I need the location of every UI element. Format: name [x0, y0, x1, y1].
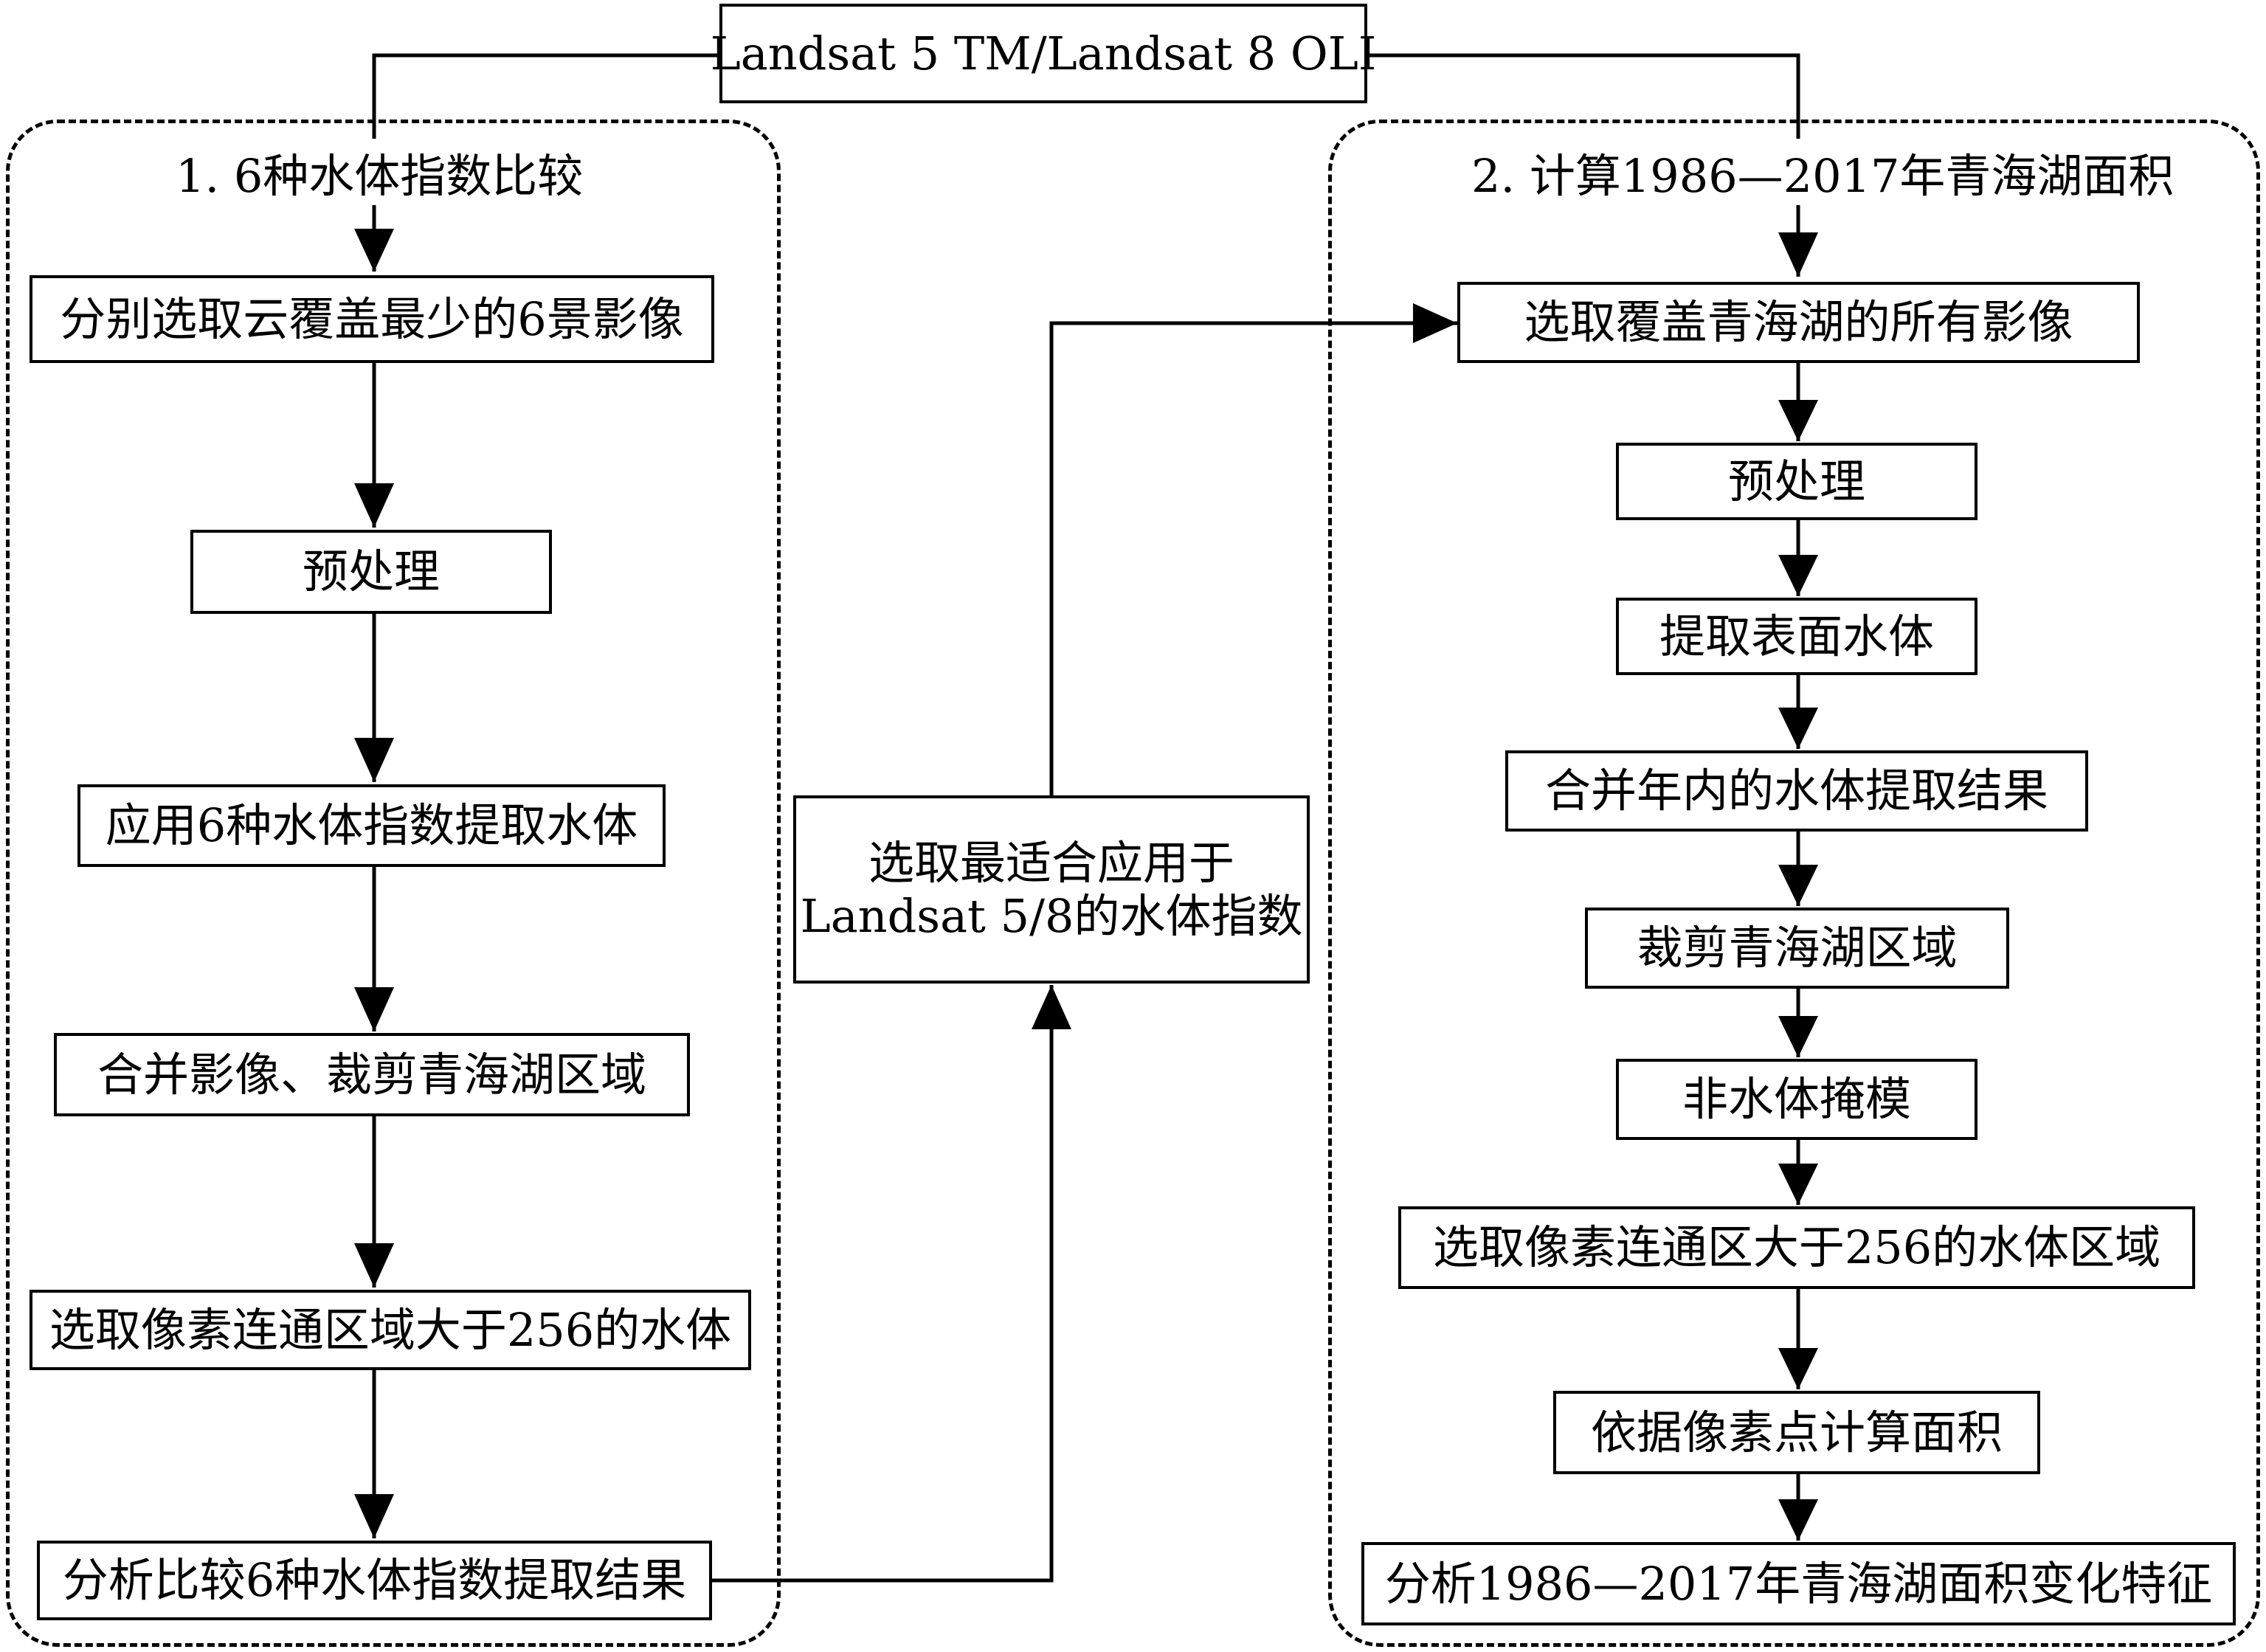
arrowhead	[354, 987, 394, 1031]
right-step-nonwater-mask: 非水体掩模	[1616, 1059, 1977, 1140]
left-step-select-images: 分别选取云覆盖最少的6景影像	[30, 275, 714, 363]
right-step-select-connected: 选取像素连通区大于256的水体区域	[1398, 1206, 2195, 1289]
arrowhead	[1778, 865, 1818, 906]
group-index-comparison	[6, 120, 781, 1647]
arrowhead	[1778, 1499, 1818, 1541]
source-data-box: Landsat 5 TM/Landsat 8 OLI	[711, 4, 1376, 103]
arrowhead	[1778, 232, 1818, 277]
arrowhead	[1778, 1164, 1818, 1205]
right-step-select-all-images: 选取覆盖青海湖的所有影像	[1457, 282, 2140, 363]
arrowhead	[354, 1494, 394, 1538]
arrowhead	[354, 738, 394, 782]
right-step-analyze-change: 分析1986—2017年青海湖面积变化特征	[1361, 1542, 2236, 1625]
group-area-calculation-title: 2. 计算1986—2017年青海湖面积	[1467, 139, 2179, 205]
bridge-line-2: Landsat 5/8的水体指数	[800, 888, 1303, 943]
left-step-merge-clip: 合并影像、裁剪青海湖区域	[54, 1033, 690, 1116]
right-step-merge-annual: 合并年内的水体提取结果	[1505, 750, 2088, 832]
arrow-result-to-bridge	[712, 985, 1054, 1583]
left-step-select-connected: 选取像素连通区域大于256的水体	[30, 1290, 751, 1370]
bridge-select-best-index: 选取最适合应用于 Landsat 5/8的水体指数	[793, 795, 1310, 984]
left-step-apply-indices: 应用6种水体指数提取水体	[77, 784, 666, 867]
arrowhead	[1778, 1348, 1818, 1389]
arrowhead	[1778, 555, 1818, 596]
left-step-analyze-compare: 分析比较6种水体指数提取结果	[37, 1541, 712, 1620]
left-step-preprocess: 预处理	[190, 530, 552, 614]
group-area-calculation	[1328, 120, 2260, 1647]
bridge-line-1: 选取最适合应用于	[868, 836, 1234, 891]
right-step-compute-area: 依据像素点计算面积	[1553, 1391, 2040, 1474]
right-step-clip-lake: 裁剪青海湖区域	[1585, 908, 2009, 989]
arrowhead	[1778, 400, 1818, 441]
right-step-extract-water: 提取表面水体	[1616, 598, 1977, 675]
arrowhead	[1778, 1016, 1818, 1057]
group-index-comparison-title: 1. 6种水体指数比较	[171, 139, 588, 205]
arrowhead	[1778, 708, 1818, 749]
right-step-preprocess: 预处理	[1616, 443, 1977, 520]
arrowhead	[1032, 985, 1071, 1029]
arrow-bridge-to-right	[1049, 321, 1457, 795]
arrowhead	[1413, 303, 1457, 343]
arrowhead	[354, 483, 394, 528]
arrowhead	[354, 229, 394, 272]
arrowhead	[354, 1243, 394, 1288]
